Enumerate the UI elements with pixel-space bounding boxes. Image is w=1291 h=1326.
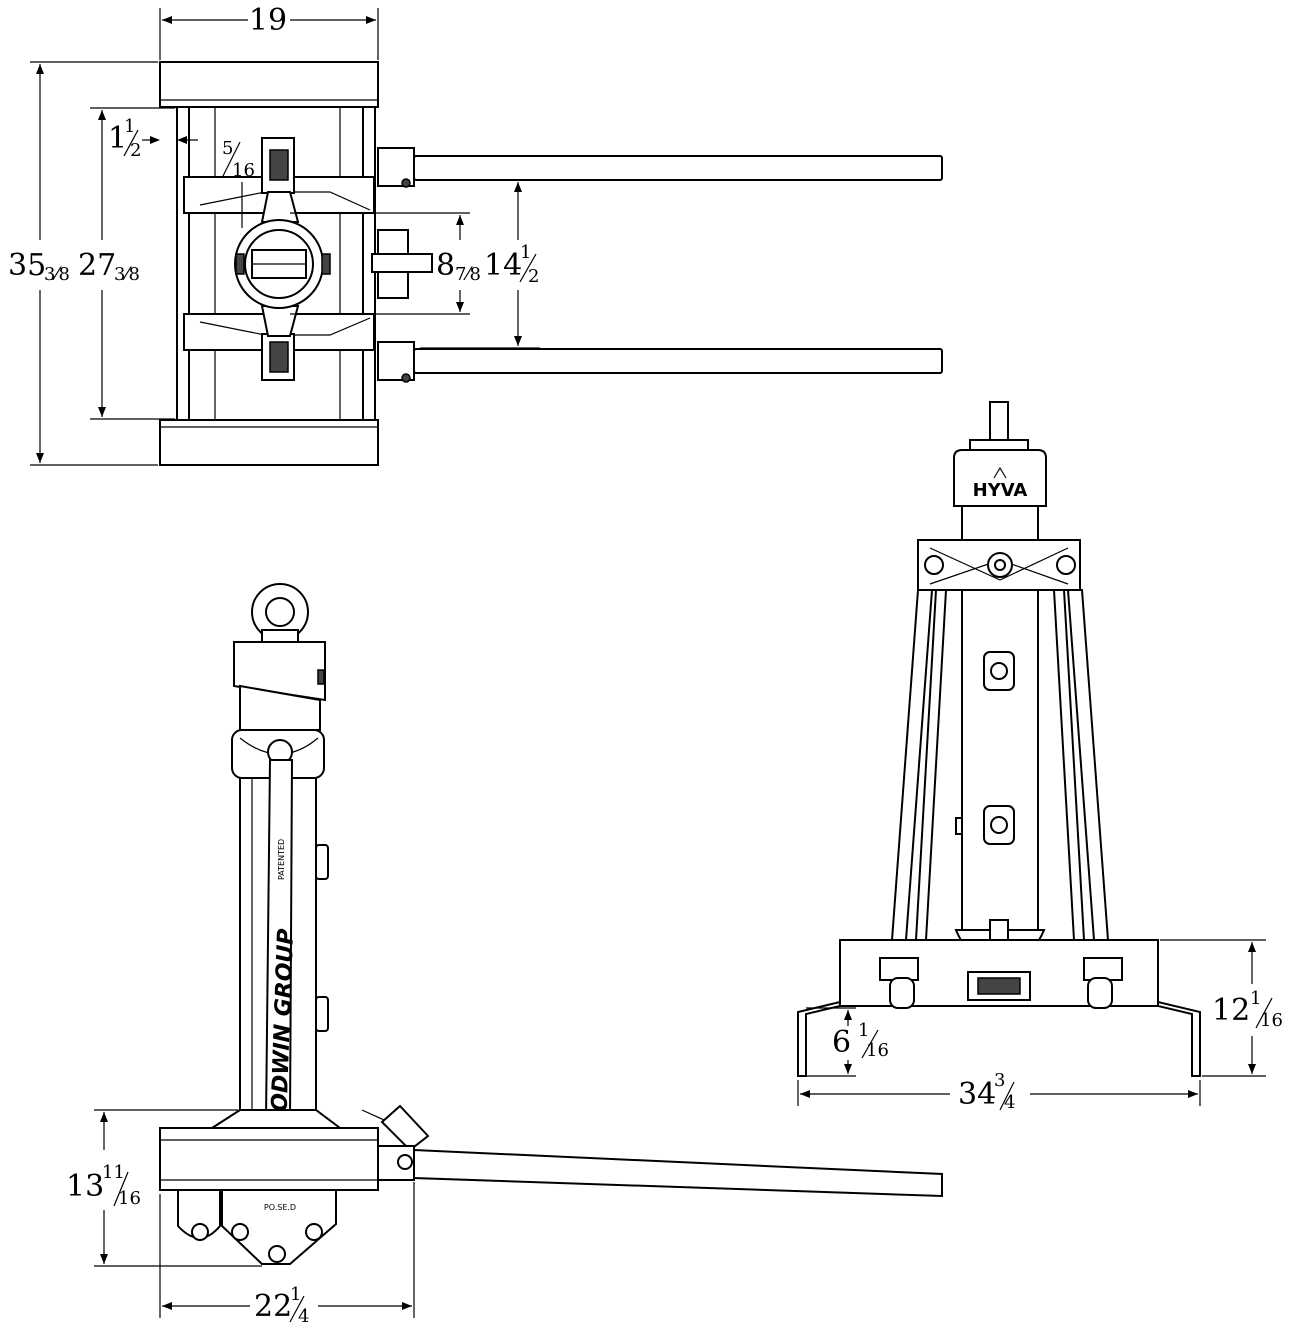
dim-top-overall-depth: 35 3⁄8: [8, 248, 70, 285]
svg-text:16: 16: [118, 1188, 141, 1209]
dim-front-width: 34 3 4: [958, 1070, 1015, 1113]
svg-text:4: 4: [298, 1306, 309, 1326]
dim-top-width: 19: [249, 3, 287, 38]
svg-text:2: 2: [130, 140, 141, 161]
center-pin: [371, 253, 433, 273]
fork-tine-lower: [413, 348, 943, 374]
svg-text:1: 1: [1250, 988, 1261, 1009]
svg-text:22: 22: [254, 1289, 292, 1324]
dim-front-foot-height: 6 1 16: [832, 1020, 889, 1061]
svg-text:1: 1: [858, 1020, 869, 1041]
side-bottom-bracket: [221, 1189, 337, 1265]
svg-text:7⁄8: 7⁄8: [455, 264, 481, 285]
svg-text:2: 2: [528, 266, 539, 287]
dim-side-length: 22 1 4: [254, 1284, 309, 1326]
patent-label: PATENTED: [277, 839, 286, 880]
front-wheel-right: [1087, 977, 1113, 1009]
svg-text:3⁄8: 3⁄8: [114, 264, 140, 285]
side-bracket-label: PO.SE.D: [264, 1203, 296, 1212]
top-view: 19 35 3⁄8 27 3⁄8 1 1 2: [8, 3, 943, 466]
svg-text:3: 3: [994, 1070, 1005, 1091]
fork-tine-upper: [413, 155, 943, 181]
side-view: PATENTED GODWIN GROUP PO.SE.D 13 11 16: [66, 583, 943, 1326]
hyva-logo: HYVA: [973, 480, 1028, 501]
svg-text:1: 1: [520, 242, 531, 263]
svg-text:3⁄8: 3⁄8: [44, 264, 70, 285]
svg-text:16: 16: [866, 1040, 889, 1061]
svg-text:1: 1: [290, 1284, 301, 1305]
front-wheel-left: [889, 977, 915, 1009]
svg-text:11: 11: [102, 1162, 125, 1183]
svg-text:16: 16: [232, 160, 255, 181]
svg-text:4: 4: [1004, 1092, 1015, 1113]
svg-text:5: 5: [222, 138, 233, 159]
frame-rail-left: [176, 106, 190, 421]
side-top-cap: [233, 641, 326, 702]
front-rotator-cap: [953, 449, 1047, 507]
svg-text:1: 1: [108, 121, 127, 156]
lifting-eye-hole: [265, 597, 295, 627]
dim-top-rail-offset: 1 1 2: [108, 116, 141, 161]
svg-text:16: 16: [1260, 1010, 1283, 1031]
svg-text:1: 1: [124, 116, 135, 137]
svg-text:14: 14: [484, 248, 522, 283]
svg-text:34: 34: [958, 1077, 996, 1112]
svg-text:12: 12: [1212, 993, 1250, 1028]
svg-text:6: 6: [832, 1025, 851, 1060]
dim-top-small-gap: 5 16: [221, 138, 255, 181]
dim-front-height: 12 1 16: [1212, 988, 1283, 1031]
dim-top-center-spacing: 8 7⁄8: [436, 248, 481, 285]
svg-text:27: 27: [78, 248, 116, 283]
side-latch: [380, 1104, 430, 1152]
svg-text:8: 8: [436, 248, 455, 283]
fork-mount-upper: [377, 147, 415, 187]
dim-top-inner-depth: 27 3⁄8: [78, 248, 140, 285]
dim-top-fork-spacing: 14 1 2: [484, 242, 539, 287]
side-base-box: [159, 1127, 379, 1191]
side-fork-tine: [413, 1148, 943, 1198]
front-view: HYVA: [797, 401, 1283, 1113]
front-foot-right: [1157, 1000, 1201, 1077]
svg-text:35: 35: [8, 248, 46, 283]
svg-text:13: 13: [66, 1169, 104, 1204]
front-column: [961, 589, 1039, 931]
dim-side-height: 13 11 16: [66, 1162, 141, 1209]
